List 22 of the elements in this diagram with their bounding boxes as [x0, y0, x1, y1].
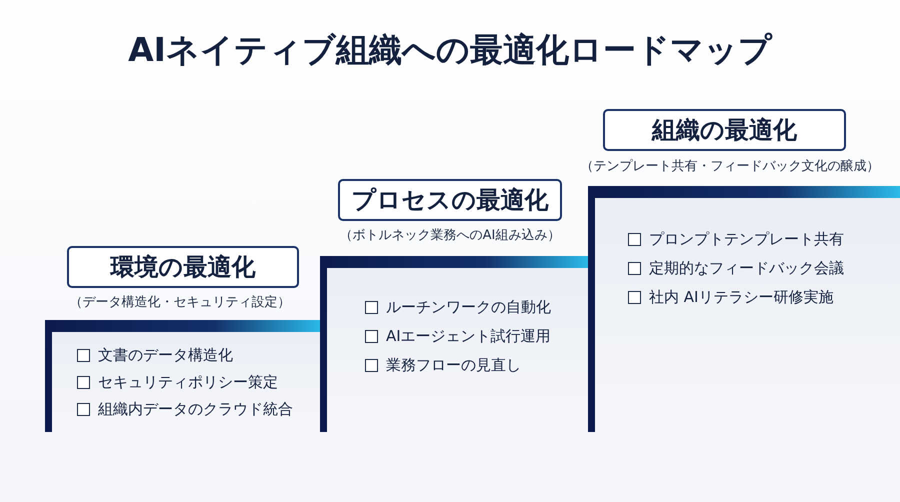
- heading-box: [338, 179, 562, 221]
- checklist-item: 業務フローの見直し: [386, 356, 521, 375]
- checklist-item: 組織内データのクラウド統合: [98, 400, 293, 419]
- checklist-item: 文書のデータ構造化: [98, 346, 233, 365]
- checklist-item: プロンプトテンプレート共有: [649, 230, 844, 249]
- checklist-item: 社内 AIリテラシー研修実施: [649, 288, 834, 307]
- heading-box: [603, 109, 846, 151]
- heading-text: 組織の最適化: [652, 115, 797, 146]
- step-panel: [588, 186, 900, 432]
- checklist-item: セキュリティポリシー策定: [98, 373, 278, 392]
- step-panel: [45, 320, 322, 432]
- heading-box: [67, 246, 299, 288]
- checklist-item: 定期的なフィードバック会議: [649, 259, 844, 278]
- title: AIネイティブ組織への最適化ロードマップ: [127, 29, 774, 71]
- heading-text: 環境の最適化: [110, 252, 256, 283]
- checklist-item: AIエージェント試行運用: [386, 327, 551, 346]
- subtitle-text: （テンプレート共有・フィードバック文化の醸成）: [580, 158, 880, 175]
- subtitle-text: （データ構造化・セキュリティ設定）: [70, 294, 290, 311]
- checklist-item: ルーチンワークの自動化: [386, 298, 551, 317]
- step-panel: [320, 256, 590, 432]
- subtitle-text: （ボトルネック業務へのAI組み込み）: [340, 227, 560, 244]
- heading-text: プロセスの最適化: [352, 185, 548, 216]
